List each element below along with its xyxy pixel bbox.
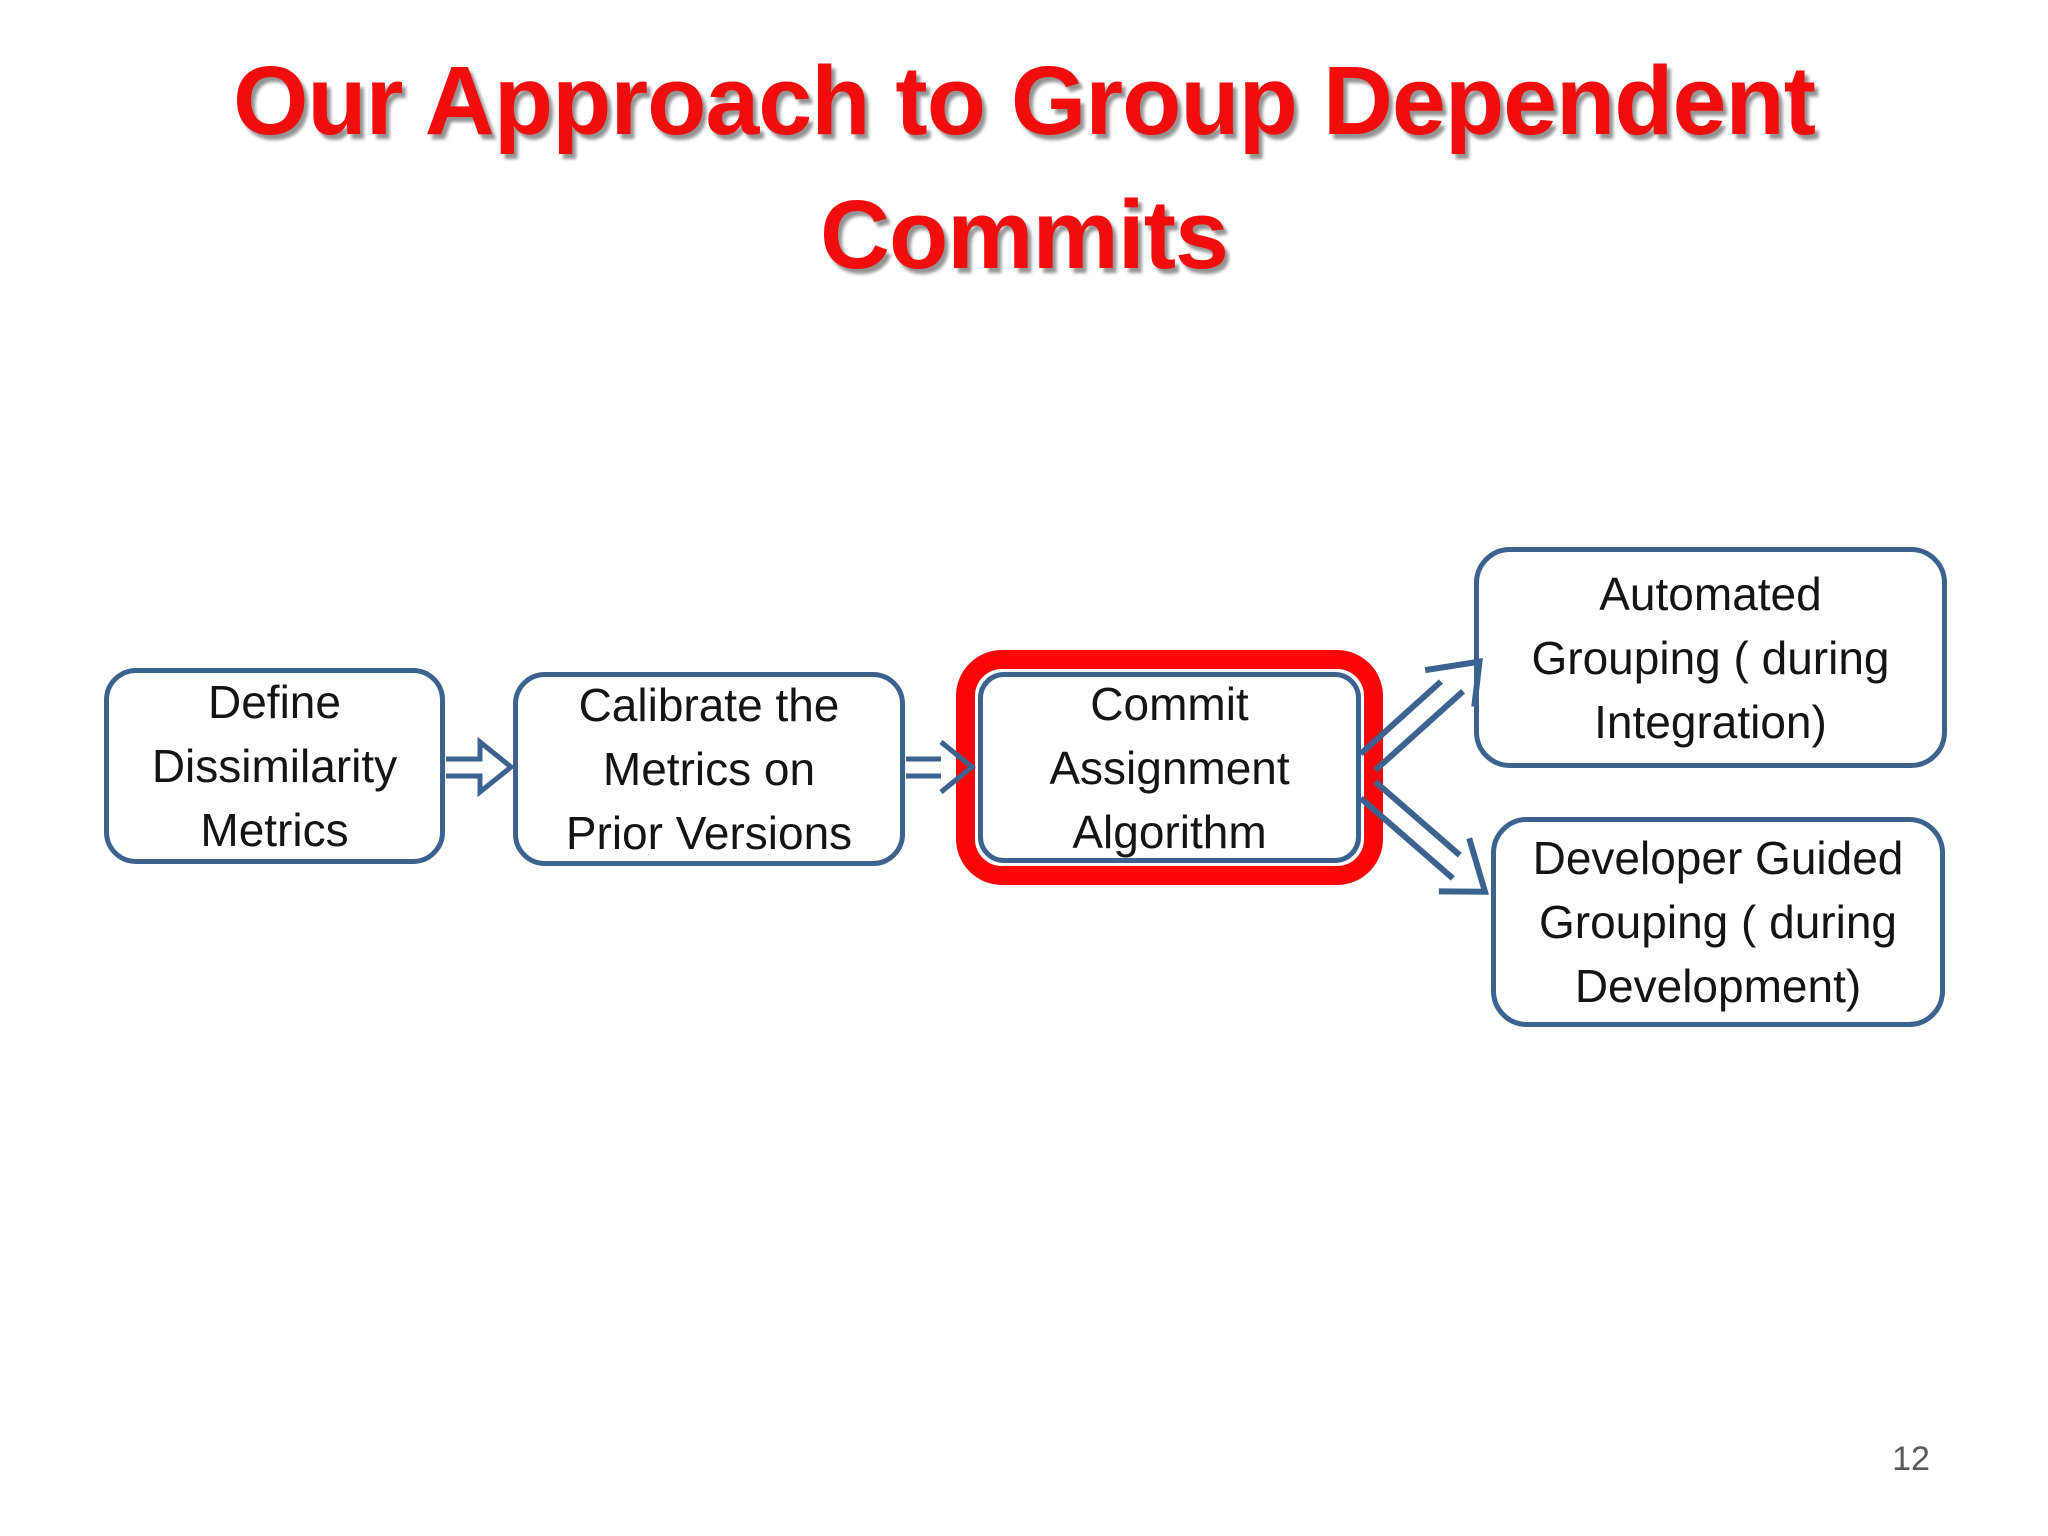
flow-node-label: Automated Grouping ( during Integration) [1531,567,1890,748]
arrow-define-to-calibrate [446,736,515,798]
flow-node-label: Define Dissimilarity Metrics [151,676,398,856]
flow-node-developer-guided-grouping: Developer Guided Grouping ( during Devel… [1491,817,1945,1027]
flow-node-commit-assignment-algorithm: Commit Assignment Algorithm [978,672,1361,863]
slide-title: Our Approach to Group Dependent Commits [232,46,1816,289]
arrow-calibrate-to-commit-shaft [906,756,941,779]
flow-node-label: Calibrate the Metrics on Prior Versions [565,679,853,859]
flow-node-calibrate-metrics: Calibrate the Metrics on Prior Versions [513,672,905,866]
flow-node-label: Developer Guided Grouping ( during Devel… [1532,832,1904,1012]
flow-node-define-dissimilarity-metrics: Define Dissimilarity Metrics [104,668,445,864]
page-number: 12 [1892,1440,1930,1478]
flow-node-label: Commit Assignment Algorithm [1049,677,1290,858]
highlight-frame: Commit Assignment Algorithm [956,650,1383,885]
flow-node-automated-grouping: Automated Grouping ( during Integration) [1474,547,1947,768]
arrow-calibrate-to-commit-shaft-fill [906,759,941,776]
